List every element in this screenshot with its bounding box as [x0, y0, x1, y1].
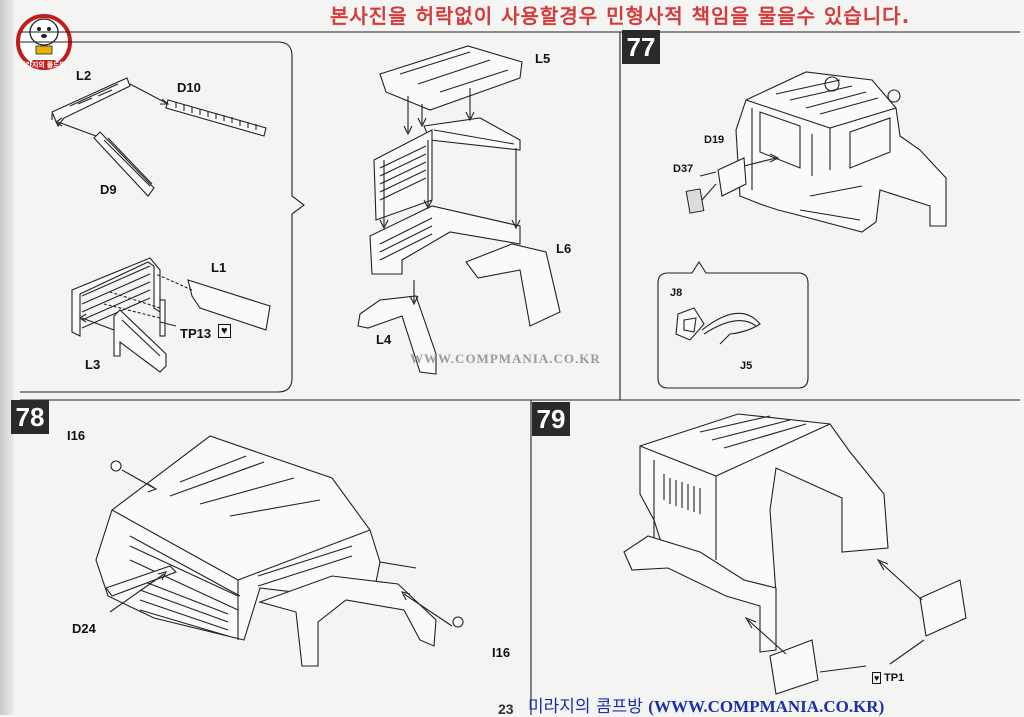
cab-77: [735, 71, 947, 233]
step-79-number: 79: [532, 402, 570, 436]
part-l4: [357, 295, 437, 375]
label-i16-bottom: I16: [492, 645, 511, 660]
part-l1: [187, 279, 271, 331]
label-j8: J8: [670, 287, 683, 299]
part-l3: [71, 257, 161, 337]
arrows-left-bottom: [79, 273, 193, 331]
label-l4: L4: [376, 332, 392, 347]
logo-caption: 미라지의 몰드방: [19, 62, 67, 69]
part-l3-frame: [113, 309, 167, 373]
part-d19-mirror-arm: [717, 153, 780, 197]
heart-icon: ♥: [218, 324, 231, 338]
panel-borders: [20, 31, 1020, 715]
footer-korean: 미라지의 콤프방: [528, 697, 643, 717]
label-i16-top: I16: [67, 428, 86, 443]
footer-watermark: 미라지의 콤프방 (WWW.COMPMANIA.CO.KR): [528, 692, 884, 717]
arrows-79: [744, 558, 925, 673]
arrows-78: [109, 469, 453, 627]
binding-spine: [0, 0, 14, 715]
part-l6: [465, 243, 561, 327]
part-j5-bracket: [701, 312, 761, 345]
part-back-panel: [373, 129, 433, 221]
page-number: 23: [498, 701, 514, 717]
label-l5: L5: [535, 51, 551, 66]
part-d9: [93, 131, 155, 197]
part-i16-left: [110, 460, 122, 472]
step-78-number: 78: [11, 400, 49, 434]
tp1-sheet-b: [769, 639, 819, 695]
part-i16-right: [452, 616, 464, 628]
label-l2: L2: [76, 68, 92, 83]
label-l6: L6: [556, 241, 572, 256]
part-l2: [51, 77, 131, 128]
part-l5-rear: [423, 117, 521, 151]
label-d10: D10: [177, 80, 201, 95]
label-d37: D37: [673, 163, 694, 175]
step-77-number: 77: [622, 30, 660, 64]
part-j8-mirror: [675, 307, 705, 341]
arrows-left-top: [51, 83, 170, 137]
cab-78: [95, 435, 437, 667]
tp13-strip: [159, 299, 166, 337]
heart-icon-tp1: ♥: [872, 672, 882, 684]
site-watermark: WWW.COMPMANIA.CO.KR: [410, 351, 601, 366]
arrows-middle: [379, 88, 521, 306]
tp1-sheet-a: [919, 579, 967, 637]
part-l6-fender-body: [369, 205, 521, 275]
label-d9: D9: [100, 182, 117, 197]
label-j5: J5: [740, 360, 753, 372]
copyright-banner: 본사진을 허락없이 사용할경우 민형사적 책임을 물을수 있습니다.: [330, 4, 911, 28]
label-d24: D24: [72, 621, 96, 636]
part-d37-mirror: [685, 171, 717, 214]
label-tp1: TP1: [884, 672, 905, 684]
part-d10: [165, 99, 267, 137]
part-l5-roof: [379, 45, 523, 111]
label-d19: D19: [704, 134, 725, 146]
label-l1: L1: [211, 260, 227, 275]
cab-79: [623, 413, 889, 653]
label-l3: L3: [85, 357, 101, 372]
footer-url: (WWW.COMPMANIA.CO.KR): [648, 697, 885, 716]
label-tp13: TP13: [180, 326, 212, 341]
